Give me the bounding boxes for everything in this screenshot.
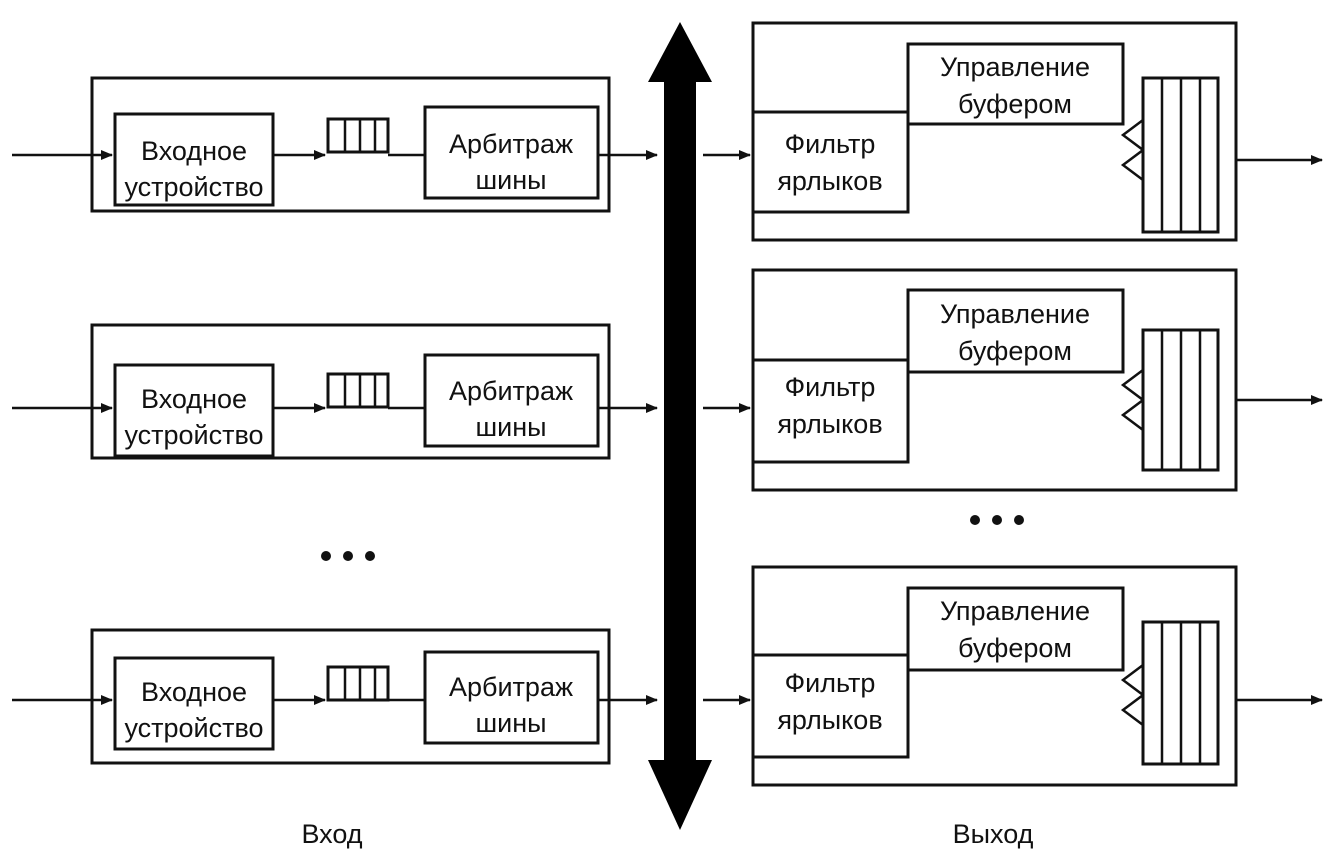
output-block: Фильтр ярлыков Управление буфером: [703, 21, 1323, 242]
bus-arbiter-box: [423, 353, 600, 448]
bus-arbiter-label: Арбитраж: [449, 376, 573, 406]
bus-arbiter-label: Арбитраж: [449, 672, 573, 702]
input-caption: Вход: [301, 819, 362, 849]
tag-filter-box: [751, 110, 910, 214]
input-queue: [326, 665, 390, 702]
input-device-label: Входное: [141, 136, 247, 166]
input-device-label: устройство: [124, 420, 263, 450]
tag-filter-box: [751, 358, 910, 464]
output-queue: [1141, 76, 1220, 234]
bus-arbiter-box: [423, 650, 600, 745]
buffer-control-label: буфером: [958, 336, 1072, 366]
tag-filter-label: Фильтр: [785, 372, 876, 402]
buffer-control-box: [906, 288, 1125, 374]
more-inputs-ellipsis: [321, 551, 375, 561]
input-block: Входное устройство Арбитраж шины: [12, 323, 658, 460]
buffer-control-label: Управление: [940, 52, 1090, 82]
output-queue: [1141, 328, 1220, 472]
buffer-control-box: [906, 42, 1125, 126]
bus-arbiter-box: [423, 105, 600, 200]
output-caption: Выход: [953, 819, 1034, 849]
output-queue: [1141, 620, 1220, 766]
input-block: Входное устройство Арбитраж шины: [12, 628, 658, 765]
bus-arbiter-label: шины: [475, 708, 546, 738]
tag-filter-label: Фильтр: [785, 668, 876, 698]
input-device-label: Входное: [141, 677, 247, 707]
input-block: Входное устройство Арбитраж шины: [12, 76, 658, 213]
output-block: Фильтр ярлыков Управление буфером: [703, 268, 1323, 492]
tag-filter-label: ярлыков: [777, 705, 882, 735]
input-queue: [326, 372, 390, 409]
tag-filter-label: ярлыков: [777, 409, 882, 439]
input-device-label: Входное: [141, 384, 247, 414]
shared-bus: [648, 22, 712, 830]
tag-filter-box: [751, 653, 910, 759]
bus-arbiter-label: шины: [475, 412, 546, 442]
buffer-control-label: буфером: [958, 633, 1072, 663]
input-device-label: устройство: [124, 172, 263, 202]
buffer-control-box: [906, 586, 1125, 672]
input-device-label: устройство: [124, 713, 263, 743]
tag-filter-label: ярлыков: [777, 166, 882, 196]
buffer-control-label: Управление: [940, 299, 1090, 329]
input-device-box: [113, 112, 275, 207]
input-queue: [326, 117, 390, 154]
bus-arbiter-label: Арбитраж: [449, 129, 573, 159]
more-outputs-ellipsis: [970, 515, 1024, 525]
bus-arbiter-label: шины: [475, 165, 546, 195]
input-device-box: [113, 363, 275, 458]
tag-filter-label: Фильтр: [785, 129, 876, 159]
buffer-control-label: буфером: [958, 89, 1072, 119]
buffer-control-label: Управление: [940, 596, 1090, 626]
input-device-box: [113, 656, 275, 751]
output-block: Фильтр ярлыков Управление буфером: [703, 565, 1323, 787]
